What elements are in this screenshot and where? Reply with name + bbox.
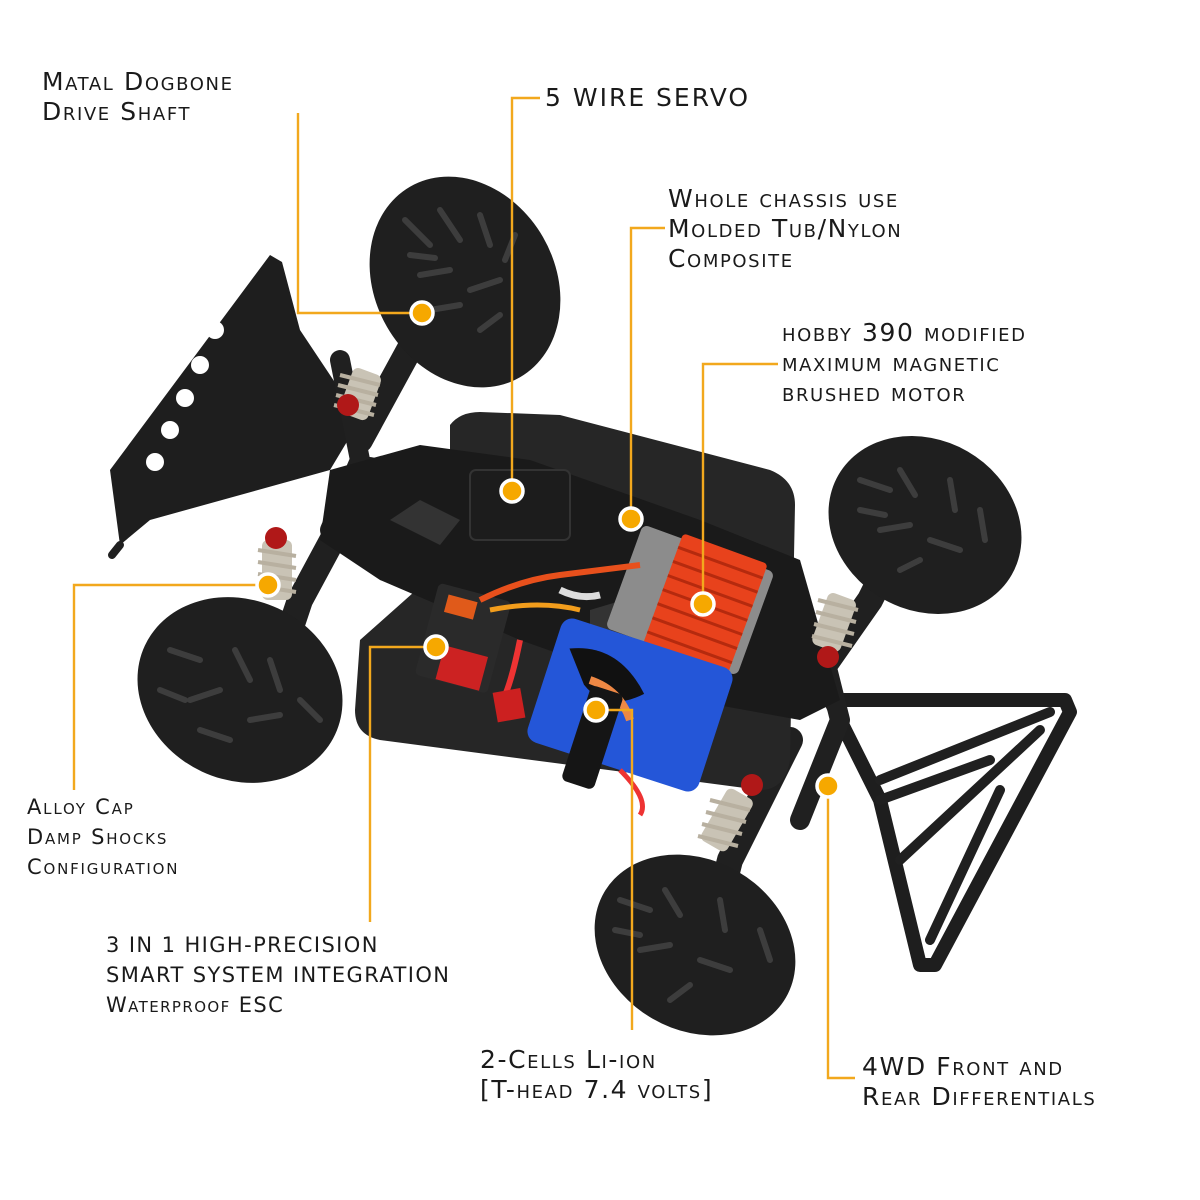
shock-front-top: [333, 368, 381, 421]
marker-dots: [255, 300, 841, 799]
servo-block: [469, 469, 571, 541]
esc-unit: [415, 583, 511, 693]
marker-shocks: [255, 572, 281, 598]
label-esc: 3 IN 1 HIGH-PRECISION SMART SYSTEM INTEG…: [106, 930, 450, 1020]
label-servo: 5 WIRE SERVO: [545, 83, 750, 113]
label-chassis-line-2: Molded Tub/Nylon: [668, 214, 903, 243]
leader-shocks: [72, 583, 268, 790]
label-shocks-line-3: Configuration: [27, 855, 180, 879]
marker-drive-shaft: [409, 300, 435, 326]
label-differential: 4WD Front and Rear Differentials: [862, 1052, 1096, 1112]
label-battery-line-1: 2-Cells Li-ion: [480, 1045, 657, 1074]
leader-motor: [701, 362, 778, 604]
label-esc-line-3: Waterproof ESC: [106, 993, 285, 1017]
marker-servo: [499, 478, 525, 504]
label-motor: hobby 390 modified maximum magnetic brus…: [782, 318, 1027, 408]
leader-chassis: [629, 226, 665, 518]
label-battery: 2-Cells Li-ion [T-head 7.4 volts]: [480, 1045, 713, 1105]
marker-battery: [583, 697, 609, 723]
rc-car-chassis-illustration: [108, 176, 1077, 1036]
label-battery-line-2: [T-head 7.4 volts]: [480, 1075, 714, 1104]
marker-differential: [815, 773, 841, 799]
label-esc-line-1: 3 IN 1 HIGH-PRECISION: [106, 933, 379, 957]
wiring: [478, 562, 641, 723]
leader-servo: [510, 96, 540, 490]
battery-pack: [527, 618, 733, 817]
leader-drive-shaft: [296, 113, 422, 315]
label-chassis: Whole chassis use Molded Tub/Nylon Compo…: [668, 184, 902, 274]
label-shocks: Alloy Cap Damp Shocks Configuration: [27, 792, 179, 882]
label-drive-shaft: Matal Dogbone Drive Shaft: [42, 67, 234, 127]
shock-rear-top: [811, 593, 859, 668]
tire-rear-top: [828, 436, 1022, 614]
label-esc-line-2: SMART SYSTEM INTEGRATION: [106, 963, 451, 987]
marker-motor: [690, 591, 716, 617]
label-drive-shaft-line-1: Matal Dogbone: [42, 67, 234, 96]
label-shocks-line-1: Alloy Cap: [27, 795, 135, 819]
tire-rear-bottom: [594, 854, 796, 1036]
label-drive-shaft-line-2: Drive Shaft: [42, 97, 192, 126]
marker-esc: [423, 634, 449, 660]
label-servo-line-1: 5 WIRE SERVO: [545, 83, 751, 112]
shock-rear-bottom: [697, 774, 763, 852]
tire-front-bottom: [137, 597, 343, 783]
label-differential-line-2: Rear Differentials: [862, 1082, 1097, 1111]
label-differential-line-1: 4WD Front and: [862, 1052, 1064, 1081]
rear-wing: [823, 693, 1077, 972]
label-chassis-line-3: Composite: [668, 244, 794, 273]
label-motor-line-3: brushed motor: [782, 378, 967, 407]
label-chassis-line-1: Whole chassis use: [668, 184, 899, 213]
label-shocks-line-2: Damp Shocks: [27, 825, 169, 849]
leader-lines: [72, 96, 855, 1080]
label-motor-line-2: maximum magnetic: [782, 348, 1001, 377]
leader-esc: [368, 645, 436, 922]
label-motor-line-1: hobby 390 modified: [782, 318, 1027, 347]
leader-differential: [826, 786, 855, 1080]
marker-chassis: [618, 506, 644, 532]
front-bumper: [108, 255, 360, 559]
